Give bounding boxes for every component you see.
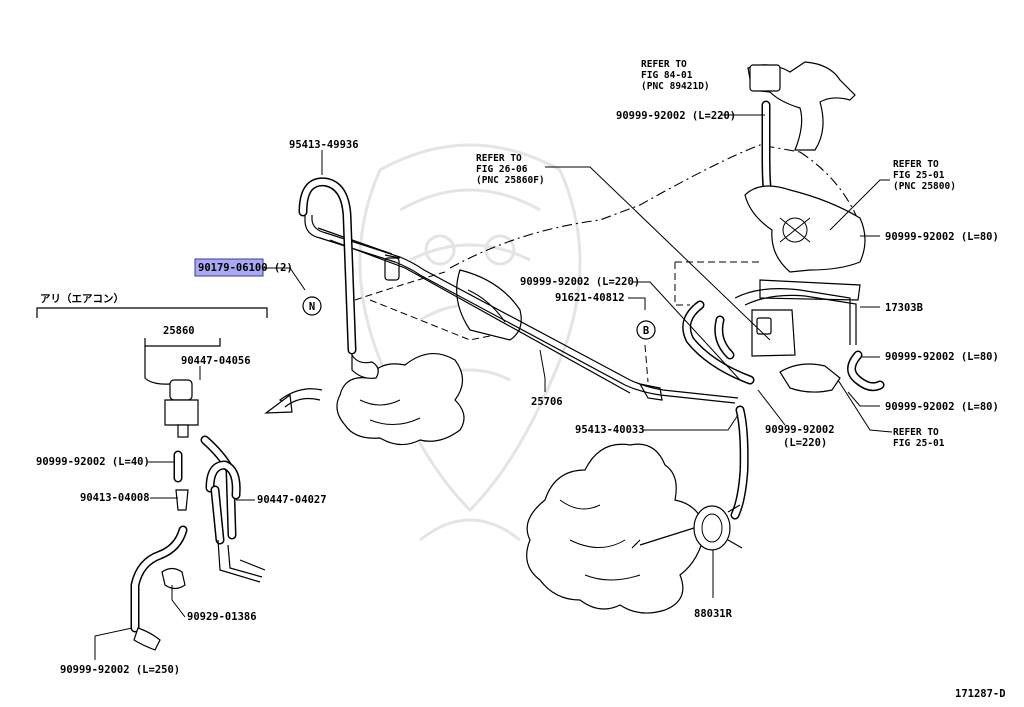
svg-text:N: N: [309, 301, 315, 313]
label-95413-49936[interactable]: 95413-49936: [289, 139, 359, 151]
svg-text:FIG 26-06: FIG 26-06: [476, 164, 528, 175]
svg-text:REFER TO: REFER TO: [893, 159, 939, 170]
label-90413-04008[interactable]: 90413-04008: [80, 492, 150, 504]
hose-90999-l220-mid: [682, 300, 755, 385]
svg-text:(PNC 89421D): (PNC 89421D): [641, 81, 710, 92]
svg-text:FIG 84-01: FIG 84-01: [641, 70, 693, 81]
vacuum-pipe-25706: [304, 215, 739, 404]
ref-fig-84: REFER TO FIG 84-01 (PNC 89421D): [641, 59, 710, 92]
svg-text:(PNC 25860F): (PNC 25860F): [476, 175, 545, 186]
label-88031r[interactable]: 88031R: [694, 608, 733, 620]
label-90999-l250[interactable]: 90999-92002 (L=250): [60, 664, 180, 676]
section-label-ac: アリ（エアコン）: [40, 292, 124, 305]
upper-right-assembly: [734, 61, 885, 393]
label-90999-l220-low[interactable]: 90999-92002 (L=220): [765, 424, 835, 449]
hose-95413-49936: [298, 177, 379, 379]
label-90999-l220-top[interactable]: 90999-92002 (L=220): [616, 110, 736, 122]
label-90999-l220-mid[interactable]: 90999-92002 (L=220): [520, 276, 640, 288]
svg-text:REFER TO: REFER TO: [641, 59, 687, 70]
label-90999-l40[interactable]: 90999-92002 (L=40): [36, 456, 150, 468]
label-90447-04056[interactable]: 90447-04056: [181, 355, 251, 367]
svg-text:90179-06100 (2): 90179-06100 (2): [198, 262, 293, 274]
diagram-id: 171287-D: [955, 688, 1006, 700]
intake-assembly: [336, 257, 522, 446]
callout-b: B: [636, 320, 656, 340]
svg-text:B: B: [643, 325, 649, 337]
ref-fig-25-top: REFER TO FIG 25-01 (PNC 25800): [893, 159, 956, 192]
svg-text:(PNC 25800): (PNC 25800): [893, 181, 956, 192]
leader-lines: [94, 114, 893, 660]
lower-engine-assembly: [526, 405, 749, 614]
watermark-emblem: [358, 143, 582, 542]
label-17303b[interactable]: 17303B: [885, 302, 923, 314]
label-91621-40812[interactable]: 91621-40812: [555, 292, 625, 304]
label-95413-40033[interactable]: 95413-40033: [575, 424, 645, 436]
svg-text:REFER TO: REFER TO: [476, 153, 522, 164]
label-90999-l80-a[interactable]: 90999-92002 (L=80): [885, 231, 999, 243]
svg-text:FIG 25-01: FIG 25-01: [893, 438, 945, 449]
label-90929-01386[interactable]: 90929-01386: [187, 611, 257, 623]
ac-subassembly: [36, 307, 268, 651]
svg-text:REFER TO: REFER TO: [893, 427, 939, 438]
direction-arrow: [264, 388, 323, 414]
svg-text:90999-92002: 90999-92002: [765, 424, 835, 436]
svg-text:(L=220): (L=220): [783, 437, 827, 449]
callout-n: N: [302, 296, 322, 316]
svg-text:FIG 25-01: FIG 25-01: [893, 170, 945, 181]
label-25860[interactable]: 25860: [163, 325, 195, 337]
ref-fig-26: REFER TO FIG 26-06 (PNC 25860F): [476, 153, 545, 186]
label-90999-l80-b[interactable]: 90999-92002 (L=80): [885, 351, 999, 363]
highlighted-part-90179-06100[interactable]: 90179-06100 (2): [194, 258, 293, 277]
label-90447-04027[interactable]: 90447-04027: [257, 494, 327, 506]
label-90999-l80-c[interactable]: 90999-92002 (L=80): [885, 401, 999, 413]
label-25706[interactable]: 25706: [531, 396, 563, 408]
ref-fig-25-bottom: REFER TO FIG 25-01: [893, 427, 945, 449]
